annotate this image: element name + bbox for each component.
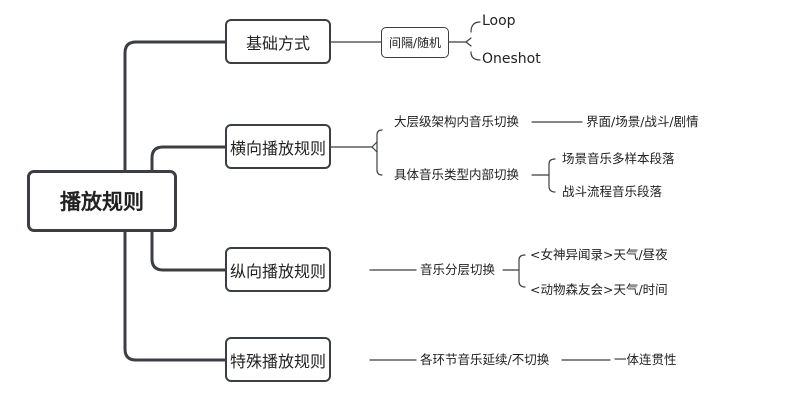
horizontal-item-internal[interactable]: 具体音乐类型内部切换 (394, 167, 520, 182)
special-item-coherence[interactable]: 一体连贯性 (614, 352, 677, 367)
horizontal-item-architecture-detail[interactable]: 界面/场景/战斗/剧情 (586, 114, 699, 129)
vertical-example-persona[interactable]: <女神异闻录>天气/昼夜 (530, 247, 668, 262)
branch-special-node[interactable]: 特殊播放规则 (225, 337, 331, 382)
branch-special-label: 特殊播放规则 (229, 351, 326, 371)
horizontal-item-internal-battle[interactable]: 战斗流程音乐段落 (562, 184, 663, 199)
mode-chip[interactable]: 间隔/随机 (381, 27, 449, 58)
branch-horizontal-label: 横向播放规则 (229, 138, 326, 158)
mode-label: 间隔/随机 (388, 36, 442, 50)
branch-vertical-node[interactable]: 纵向播放规则 (225, 247, 331, 292)
branch-vertical-label: 纵向播放规则 (229, 261, 326, 281)
branch-horizontal-node[interactable]: 横向播放规则 (225, 124, 331, 169)
vertical-example-animal-crossing[interactable]: <动物森友会>天气/时间 (530, 282, 668, 297)
vertical-item-layering[interactable]: 音乐分层切换 (420, 262, 496, 277)
option-loop[interactable]: Loop (482, 13, 516, 29)
special-item-continuation[interactable]: 各环节音乐延续/不切换 (420, 352, 550, 367)
horizontal-item-architecture[interactable]: 大层级架构内音乐切换 (394, 114, 520, 129)
option-oneshot[interactable]: Oneshot (482, 51, 541, 67)
horizontal-item-internal-scene[interactable]: 场景音乐多样本段落 (562, 151, 675, 166)
branch-basic-label: 基础方式 (245, 33, 310, 53)
root-label: 播放规则 (60, 190, 144, 214)
branch-basic-node[interactable]: 基础方式 (225, 19, 331, 64)
root-node[interactable]: 播放规则 (27, 170, 177, 232)
